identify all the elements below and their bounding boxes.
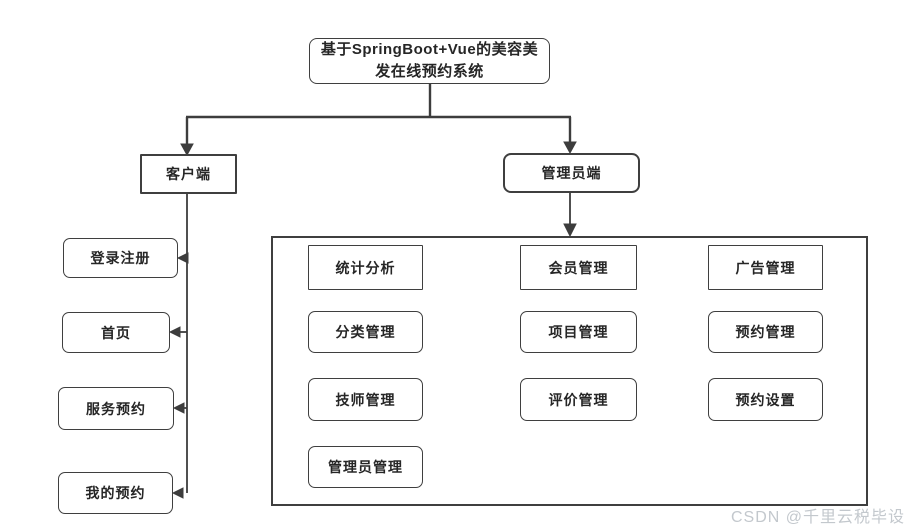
csdn-watermark: CSDN @千里云税毕设: [730, 509, 905, 526]
node-booking-mgmt: 预约管理: [708, 311, 823, 353]
arrow-down-icon: [180, 143, 194, 157]
node-admin: 管理员端: [503, 153, 640, 193]
node-service-booking: 服务预约: [58, 387, 174, 430]
node-technician-mgmt: 技师管理: [308, 378, 423, 421]
client-branch-arrow: [180, 117, 194, 157]
tree-connectors: [168, 84, 577, 499]
root-label-line1: 基于SpringBoot+Vue的美容美: [320, 41, 539, 59]
root-trunk-line: [186, 84, 571, 119]
node-ad-mgmt: 广告管理: [708, 245, 823, 290]
node-review-mgmt: 评价管理: [520, 378, 637, 421]
arrow-left-icon: [171, 487, 184, 499]
admin-panel-arrow: [563, 193, 577, 238]
node-home: 首页: [62, 312, 170, 353]
arrow-down-icon: [563, 223, 577, 238]
node-client: 客户端: [140, 154, 237, 194]
node-root: 基于SpringBoot+Vue的美容美 发在线预约系统: [309, 38, 550, 84]
node-member-mgmt: 会员管理: [520, 245, 637, 290]
admin-panel-container: [271, 236, 868, 506]
node-booking-settings: 预约设置: [708, 378, 823, 421]
arrow-down-icon: [563, 141, 577, 155]
arrow-left-icon: [176, 252, 189, 264]
arrow-left-icon: [168, 326, 181, 338]
node-project-mgmt: 项目管理: [520, 311, 637, 353]
node-login-register: 登录注册: [63, 238, 178, 278]
arrow-left-icon: [172, 402, 185, 414]
node-stat-analysis: 统计分析: [308, 245, 423, 290]
node-admin-mgmt: 管理员管理: [308, 446, 423, 488]
root-label-line2: 发在线预约系统: [375, 63, 484, 80]
node-my-booking: 我的预约: [58, 472, 173, 514]
client-child-arrows: [168, 252, 189, 499]
node-category-mgmt: 分类管理: [308, 311, 423, 353]
admin-branch-arrow: [563, 117, 577, 155]
